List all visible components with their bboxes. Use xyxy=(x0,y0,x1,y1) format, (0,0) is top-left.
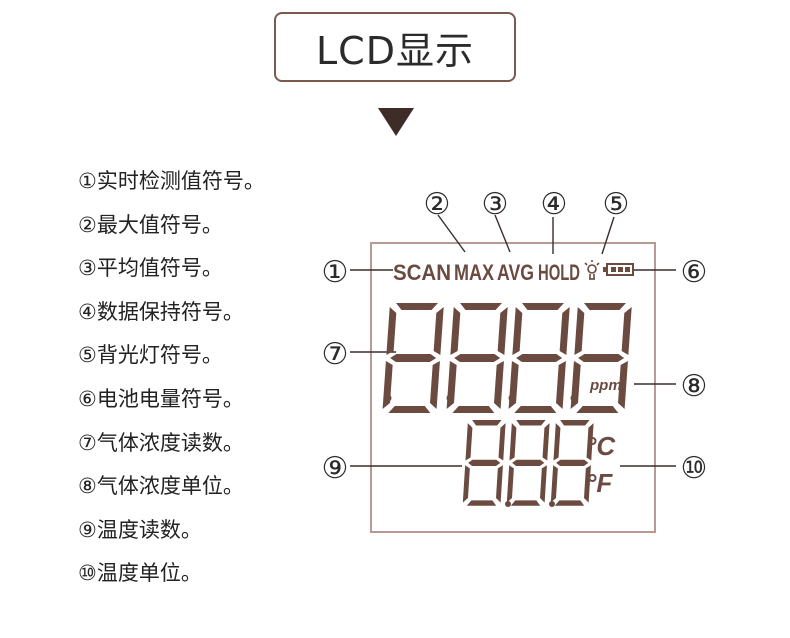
callout-3: ③ xyxy=(482,187,509,222)
legend-item-2: ②最大值符号。 xyxy=(78,212,223,237)
legend-item-7: ⑦气体浓度读数。 xyxy=(78,430,244,455)
celsius-unit: °C xyxy=(586,431,616,461)
legend-list: ①实时检测值符号。 ②最大值符号。 ③平均值符号。 ④数据保持符号。 ⑤背光灯符… xyxy=(78,166,265,602)
avg-symbol: AVG xyxy=(497,260,534,285)
callout-7: ⑦ xyxy=(322,337,349,372)
callout-10: ⑩ xyxy=(681,451,708,486)
callout-9: ⑨ xyxy=(322,451,349,486)
temperature-digits xyxy=(462,420,594,507)
backlight-bulb-icon xyxy=(584,260,600,280)
legend-item-1: ①实时检测值符号。 xyxy=(78,169,265,193)
legend-item-4: ④数据保持符号。 xyxy=(78,299,244,324)
gas-concentration-digits xyxy=(382,303,632,413)
section-title: LCD显示 xyxy=(274,12,516,82)
legend-item-6: ⑥电池电量符号。 xyxy=(78,386,244,411)
legend-item-10: ⑩温度单位。 xyxy=(78,561,202,586)
legend-item-3: ③平均值符号。 xyxy=(78,256,223,281)
hold-symbol: HOLD xyxy=(538,260,580,285)
max-symbol: MAX xyxy=(454,260,494,285)
legend-item-5: ⑤背光灯符号。 xyxy=(78,343,223,368)
callout-4: ④ xyxy=(541,187,568,222)
ppm-unit: ppm xyxy=(589,377,622,394)
down-arrow-icon xyxy=(378,108,414,136)
callout-1: ① xyxy=(322,255,349,290)
fahrenheit-unit: °F xyxy=(586,468,613,498)
lcd-frame xyxy=(370,242,656,533)
callout-lines xyxy=(350,214,676,467)
battery-icon xyxy=(603,263,634,276)
callout-8: ⑧ xyxy=(681,369,708,404)
scan-symbol: SCAN xyxy=(393,260,451,285)
callout-6: ⑥ xyxy=(681,255,708,290)
legend-item-9: ⑨温度读数。 xyxy=(78,517,202,542)
callout-2: ② xyxy=(424,187,451,222)
legend-item-8: ⑧气体浓度单位。 xyxy=(78,474,244,499)
callout-5: ⑤ xyxy=(603,187,630,222)
